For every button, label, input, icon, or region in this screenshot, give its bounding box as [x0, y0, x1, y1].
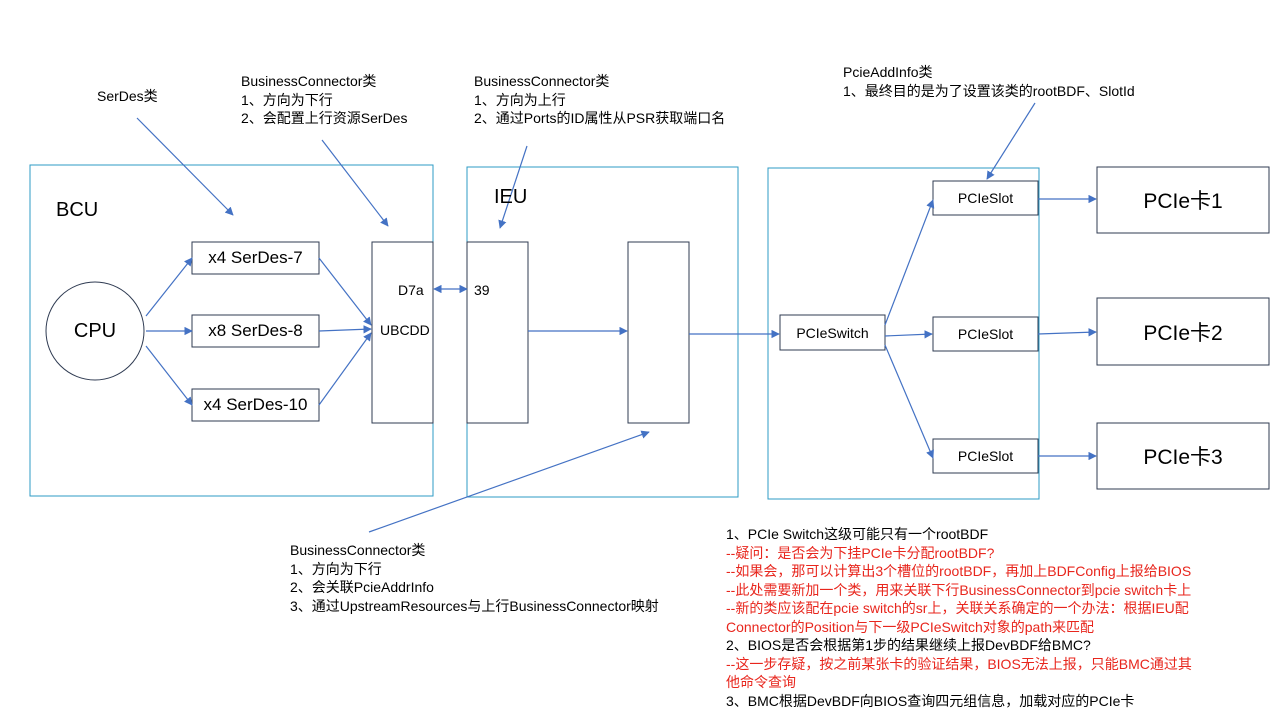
slot1-label: PCIeSlot [957, 190, 1014, 206]
arrow-slot2-card2 [1037, 328, 1097, 337]
annotation-pcieaddinfo: PcieAddInfo类 1、最终目的是为了设置该类的rootBDF、SlotI… [843, 63, 1135, 100]
annotation-bc-left-line: 2、会配置上行资源SerDes [241, 110, 408, 126]
serdes10-box [191, 388, 320, 422]
annotation-bc-bottom-line: 3、通过UpstreamResources与上行BusinessConnecto… [290, 597, 659, 614]
annotation-bc-bottom-line: 2、会关联PcieAddrInfo [290, 579, 434, 595]
cpu-node [45, 281, 145, 381]
card2-box [1096, 297, 1270, 366]
annotation-bc-mid: BusinessConnector类 1、方向为上行 2、通过Ports的ID属… [474, 72, 725, 128]
note-line: 2、BIOS是否会根据第1步的结果继续上报DevBDF给BMC? [726, 637, 1091, 653]
bc-mid-connector-box [466, 241, 529, 424]
annotation-bc-mid-line: 1、方向为上行 [474, 91, 566, 108]
card1-label: PCIe卡1 [1143, 190, 1223, 213]
arrow-cpu-serdes7 [145, 257, 193, 317]
card3-label: PCIe卡3 [1143, 446, 1223, 469]
pcieswitch-box [779, 314, 886, 351]
annotation-bc-bottom-line: 1、方向为下行 [290, 560, 382, 577]
cpu-label: CPU [73, 319, 117, 342]
annotation-bc-left-line: 1、方向为下行 [241, 91, 333, 108]
bcu-label: BCU [56, 199, 99, 221]
note-line: --疑问：是否会为下挂PCIe卡分配rootBDF? [726, 544, 995, 561]
bc-bottom-connector-box [627, 241, 690, 424]
ieu-label: IEU [494, 186, 528, 208]
annotation-bc-left-line: BusinessConnector类 [241, 73, 377, 89]
serdes8-label: x8 SerDes-8 [208, 321, 303, 340]
card2-label: PCIe卡2 [1143, 321, 1223, 345]
annotation-arrow-bc-left [321, 139, 389, 227]
notes-block: 1、PCIe Switch这级可能只有一个rootBDF --疑问：是否会为下挂… [726, 525, 1266, 710]
serdes8-box [191, 314, 320, 348]
pcieswitch-label: PCIeSwitch [796, 324, 869, 341]
note-line: --这一步存疑，按之前某张卡的验证结果，BIOS无法上报，只能BMC通过其 [726, 655, 1192, 672]
arrow-switch-slot1 [884, 199, 935, 326]
annotation-bc-bottom: BusinessConnector类 1、方向为下行 2、会关联PcieAddr… [290, 541, 659, 615]
annotation-bc-bottom-line: BusinessConnector类 [290, 542, 426, 558]
arrow-switch-slot3 [884, 344, 934, 459]
card3-box [1096, 422, 1270, 490]
slot2-label: PCIeSlot [957, 326, 1014, 342]
annotation-arrow-bc-mid [498, 145, 528, 229]
annotation-bc-mid-line: 2、通过Ports的ID属性从PSR获取端口名 [474, 110, 726, 126]
annotation-serdes: SerDes类 [97, 88, 158, 104]
slot3-label: PCIeSlot [957, 448, 1014, 464]
arrow-serdes7-connector [318, 257, 372, 326]
note-line: Connector的Position与下一级PCIeSwitch对象的path来… [726, 618, 1095, 635]
note-line: --此处需要新加一个类，用来关联下行BusinessConnector到pcie… [726, 581, 1192, 598]
arrow-serdes8-connector [318, 325, 372, 334]
note-line: --如果会，那可以计算出3个槽位的rootBDF，再加上BDFConfig上报给… [726, 563, 1192, 579]
arrow-serdes10-connector [318, 332, 372, 406]
annotation-arrow-serdes [136, 117, 234, 216]
serdes10-label: x4 SerDes-10 [203, 395, 308, 414]
serdes7-label: x4 SerDes-7 [208, 248, 303, 267]
port-d7a-label: D7a [398, 282, 424, 298]
note-line: --新的类应该配在pcie switch的sr上，关联关系确定的一个办法：根据I… [726, 600, 1189, 616]
arrow-cpu-serdes10 [145, 345, 193, 406]
annotation-bc-mid-line: BusinessConnector类 [474, 73, 610, 89]
annotation-arrow-pcieaddinfo [986, 102, 1036, 180]
bc-left-connector-box [371, 241, 434, 424]
card1-box [1096, 166, 1270, 234]
note-line: 他命令查询 [726, 674, 796, 690]
note-line: 1、PCIe Switch这级可能只有一个rootBDF [726, 526, 989, 542]
annotation-pcieaddinfo-line: 1、最终目的是为了设置该类的rootBDF、SlotId [843, 82, 1135, 99]
note-line: 3、BMC根据DevBDF向BIOS查询四元组信息，加载对应的PCIe卡 [726, 692, 1135, 709]
arrow-switch-slot2 [884, 330, 933, 339]
slot2-box [932, 316, 1039, 352]
port-39-label: 39 [474, 282, 490, 298]
annotation-arrow-bc-bottom [368, 430, 650, 533]
annotation-bc-left: BusinessConnector类 1、方向为下行 2、会配置上行资源SerD… [241, 72, 407, 128]
annotation-pcieaddinfo-line: PcieAddInfo类 [843, 64, 933, 80]
port-ubcdd-label: UBCDD [380, 322, 430, 338]
slot1-box [932, 180, 1039, 216]
